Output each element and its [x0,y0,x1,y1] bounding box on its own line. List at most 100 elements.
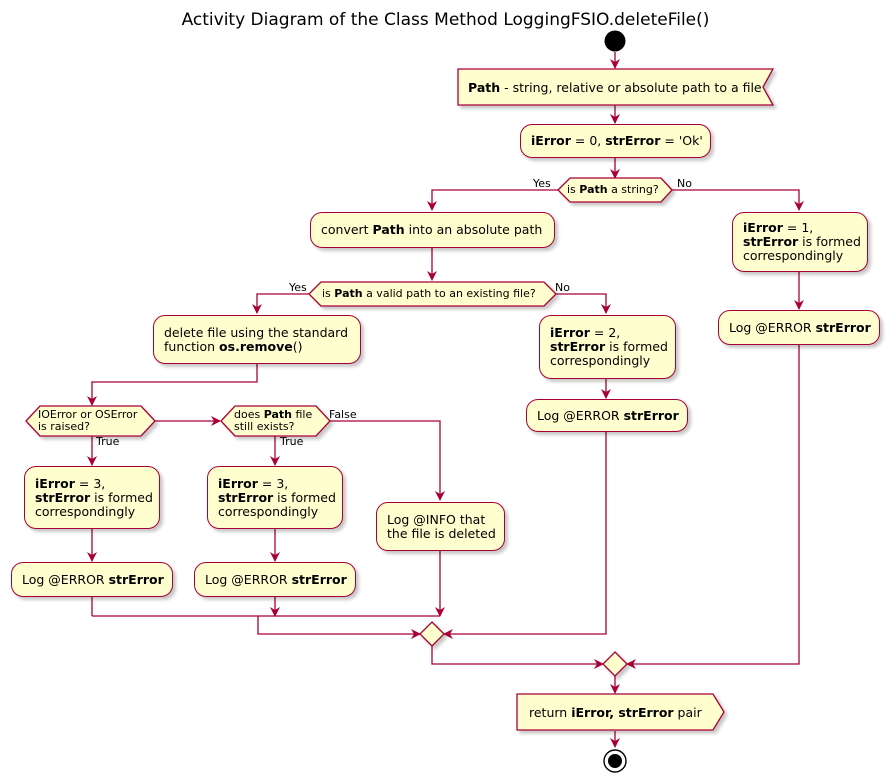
log-error-3a: Log @ERROR strError [11,562,173,597]
exists-false: False [329,408,357,421]
merge-diamond-outer [602,651,628,677]
diagram-title: Activity Diagram of the Class Method Log… [181,10,710,30]
edge [257,616,421,639]
err2-t2: is formed [605,339,668,354]
output-shape [516,693,725,731]
valid-path-post: a valid path to an existing file? [362,287,536,300]
is-string-bold: Path [579,183,608,196]
log-error-3b: Log @ERROR strError [194,562,356,597]
init-action: iError = 0, strError = 'Ok' [520,124,711,158]
is-string-post: a string? [607,183,659,196]
ioerror-true: True [96,435,120,448]
exists-true: True [280,435,304,448]
init-t1: = 0, [570,133,606,148]
edge [252,293,320,314]
valid-path-pre: is [322,287,335,300]
valid-path-yes: Yes [289,281,307,294]
input-label: Path - string, relative or absolute path… [468,81,762,95]
err3a-line3: correspondingly [35,503,136,519]
delete-post: () [292,338,303,354]
err2-b1: iError [550,325,590,340]
err3a-b1: iError [35,475,75,491]
valid-path-no: No [555,281,570,294]
input-shape [457,68,775,106]
input-label-bold: Path [468,80,501,95]
edge [87,364,258,406]
edge [672,189,804,211]
edge [329,420,445,501]
delete-pre: function [164,338,220,354]
err1-b1: iError [743,220,783,235]
err1-t2: is formed [798,234,861,249]
err1-t1: = 1, [782,220,814,235]
err3b-t2: is formed [273,489,336,505]
log-error-1: Log @ERROR strError [718,310,880,345]
err3a-t1: = 3, [74,475,106,491]
log-error-3b-pre: Log @ERROR [205,571,292,587]
output-pre: return [529,705,572,720]
convert-post: into an absolute path [404,222,543,237]
is-string-no: No [677,177,692,190]
edge [427,189,558,211]
convert-action: convert Path into an absolute path [310,212,555,248]
exists-pre: does [234,408,264,421]
log-error-3a-bold: strError [108,571,164,587]
init-t2: = 'Ok' [660,133,703,148]
is-string-yes: Yes [533,177,551,190]
err3b-t1: = 3, [257,475,289,491]
is-string-label: is Path a string? [567,184,659,196]
edge [626,345,800,669]
edge [545,293,611,314]
init-b1: iError [531,133,571,148]
merge-diamond-inner [419,621,445,647]
decision-is-string [557,177,673,203]
log-error-1-bold: strError [815,319,871,335]
log-error-3b-bold: strError [291,571,347,587]
delete-bold: os.remove [219,338,293,354]
err3a-b2: strError [35,489,91,505]
end-node-core [608,754,622,768]
valid-path-bold: Path [334,287,363,300]
decision-valid-path [308,281,557,307]
exists-bold: Path [263,408,292,421]
err2-b2: strError [550,339,606,354]
log-error-3a-pre: Log @ERROR [22,571,109,587]
delete-line1: delete file using the standard [164,324,349,340]
edge [443,432,607,639]
err2-line3: correspondingly [550,353,651,368]
ioerror-line2: is raised? [38,420,90,433]
valid-path-label: is Path a valid path to an existing file… [322,288,536,300]
err1-line3: correspondingly [743,248,844,263]
start-node [604,30,626,52]
err3a-t2: is formed [90,489,153,505]
output-post: pair [673,705,702,720]
err3b-b1: iError [218,475,258,491]
convert-pre: convert [321,222,373,237]
decision-ioerror [25,405,156,437]
log-error-2-bold: strError [623,407,679,423]
exists-line2: still exists? [234,420,295,433]
err3b-line3: correspondingly [218,503,319,519]
is-string-pre: is [567,183,580,196]
convert-bold: Path [372,222,405,237]
output-bold: iError, strError [571,705,674,720]
ioerror-line1: IOError or OSError [38,408,138,421]
log-error-2-pre: Log @ERROR [537,407,624,423]
err1-b2: strError [743,234,799,249]
err2-t1: = 2, [589,325,621,340]
edge [431,646,604,669]
output-label: return iError, strError pair [529,706,702,720]
log-info-line1: Log @INFO that [387,511,486,527]
log-error-2: Log @ERROR strError [526,399,688,432]
decision-file-exists [220,405,331,437]
exists-post: file [292,408,313,421]
err3b-b2: strError [218,489,274,505]
